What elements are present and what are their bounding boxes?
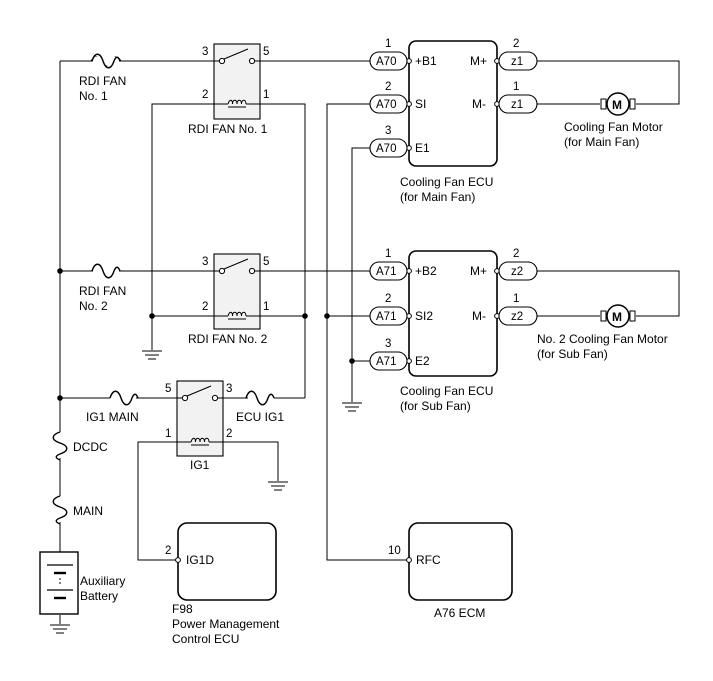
motor-main-symbol: M — [612, 98, 622, 112]
pin-r1-3: 3 — [202, 46, 208, 58]
rdi-fan-fuse-2-label-b: No. 2 — [79, 299, 108, 313]
pin-ig-3: 3 — [226, 383, 232, 395]
pin-pmc-2: 2 — [165, 545, 171, 557]
pin-r2-2: 2 — [202, 301, 208, 313]
pin-a71-2: 2 — [385, 293, 391, 305]
ecu-main-name: Cooling Fan ECU — [400, 175, 493, 189]
term-ig1d: IG1D — [186, 553, 214, 567]
ecu-ig1-label: ECU IG1 — [236, 410, 284, 424]
rdi-fan-fuse-1-label-a: RDI FAN — [79, 74, 126, 88]
relay-rdi-fan-2-label: RDI FAN No. 2 — [188, 332, 268, 346]
pin-a71-1: 1 — [385, 248, 391, 260]
pin-a70-2: 2 — [385, 81, 391, 93]
fuse-main — [52, 495, 68, 525]
junction-dots — [57, 268, 355, 401]
rdi-fan-fuse-1-label-b: No. 1 — [79, 89, 108, 103]
cooling-fan-motor-main — [600, 92, 636, 116]
conn-a70-2: A70 — [376, 99, 396, 111]
pin-ig-5: 5 — [165, 383, 171, 395]
relay-rdi-fan-1-label: RDI FAN No. 1 — [188, 122, 268, 136]
pin-a70-1: 1 — [385, 38, 391, 50]
relay-ig1-label: IG1 — [190, 458, 210, 472]
pin-z1-1: 1 — [513, 81, 519, 93]
pmc-name-b: Control ECU — [172, 632, 239, 646]
term-b1: +B1 — [415, 54, 437, 68]
conn-a70-3: A70 — [376, 143, 396, 155]
rdi-fan-fuse-2-label-a: RDI FAN — [79, 284, 126, 298]
pin-ig-2: 2 — [226, 428, 232, 440]
ecu-sub-name: Cooling Fan ECU — [400, 384, 493, 398]
relay-ig1 — [176, 380, 224, 457]
ground-battery — [50, 615, 70, 634]
conn-z1-a: z1 — [511, 56, 523, 68]
ecu-pin-nodes — [175, 58, 500, 563]
conn-z1-b: z1 — [511, 99, 523, 111]
ig1-main-label: IG1 MAIN — [86, 410, 139, 424]
pmc-name-a: Power Management — [172, 617, 280, 631]
pin-r1-2: 2 — [202, 89, 208, 101]
cooling-fan-motor-sub — [600, 304, 636, 328]
term-mplus1: M+ — [470, 54, 487, 68]
motor-sub-sub: (for Sub Fan) — [537, 347, 608, 361]
battery-label-b: Battery — [80, 589, 118, 603]
pin-a71-3: 3 — [385, 338, 391, 350]
pin-ecm-10: 10 — [388, 545, 401, 557]
term-mplus2: M+ — [470, 264, 487, 278]
fuse-rdi-fan-1 — [90, 53, 122, 69]
ecu-sub-sub: (for Sub Fan) — [400, 399, 471, 413]
conn-a71-3: A71 — [376, 356, 396, 368]
motor-main-name: Cooling Fan Motor — [564, 120, 663, 134]
term-si: SI — [415, 97, 426, 111]
conn-z2-b: z2 — [511, 311, 523, 323]
pin-r2-1: 1 — [263, 301, 269, 313]
fuse-ig1-main — [109, 390, 139, 406]
ground-ecu — [342, 402, 362, 412]
pin-z2-1: 1 — [513, 293, 519, 305]
ecm-label: A76 ECM — [434, 606, 485, 620]
pin-z1-2: 2 — [513, 38, 519, 50]
pin-ig-1: 1 — [165, 428, 171, 440]
term-b2: +B2 — [415, 264, 437, 278]
motor-main-sub: (for Main Fan) — [564, 135, 639, 149]
pmc-code: F98 — [172, 602, 193, 616]
pin-a70-3: 3 — [385, 125, 391, 137]
pin-r1-1: 1 — [263, 89, 269, 101]
wires — [59, 60, 680, 561]
motor-sub-name: No. 2 Cooling Fan Motor — [537, 332, 668, 346]
conn-a71-1: A71 — [376, 266, 396, 278]
term-mminus1: M- — [472, 97, 486, 111]
ground-relay — [142, 350, 162, 360]
conn-a70-1: A70 — [376, 56, 396, 68]
relay-rdi-fan-2 — [213, 253, 261, 330]
motor-sub-symbol: M — [612, 310, 622, 324]
conn-a71-2: A71 — [376, 311, 396, 323]
fuse-rdi-fan-2 — [91, 263, 121, 279]
term-si2: SI2 — [415, 309, 433, 323]
main-label: MAIN — [73, 504, 103, 518]
pin-z2-2: 2 — [513, 248, 519, 260]
pin-r1-5: 5 — [263, 46, 269, 58]
pin-r2-5: 5 — [263, 256, 269, 268]
ground-ig1 — [268, 481, 288, 491]
fuse-dcdc — [52, 431, 68, 461]
dcdc-label: DCDC — [73, 440, 108, 454]
term-rfc: RFC — [416, 553, 441, 567]
auxiliary-battery — [39, 548, 79, 615]
battery-label-a: Auxiliary — [80, 574, 125, 588]
conn-z2-a: z2 — [511, 266, 523, 278]
ecu-main-sub: (for Main Fan) — [400, 190, 475, 204]
term-e1: E1 — [415, 141, 430, 155]
term-e2: E2 — [415, 354, 430, 368]
pin-r2-3: 3 — [202, 256, 208, 268]
term-mminus2: M- — [472, 309, 486, 323]
connector-pills — [369, 51, 538, 371]
fuse-ecu-ig1 — [245, 390, 275, 406]
relay-rdi-fan-1 — [213, 43, 261, 120]
